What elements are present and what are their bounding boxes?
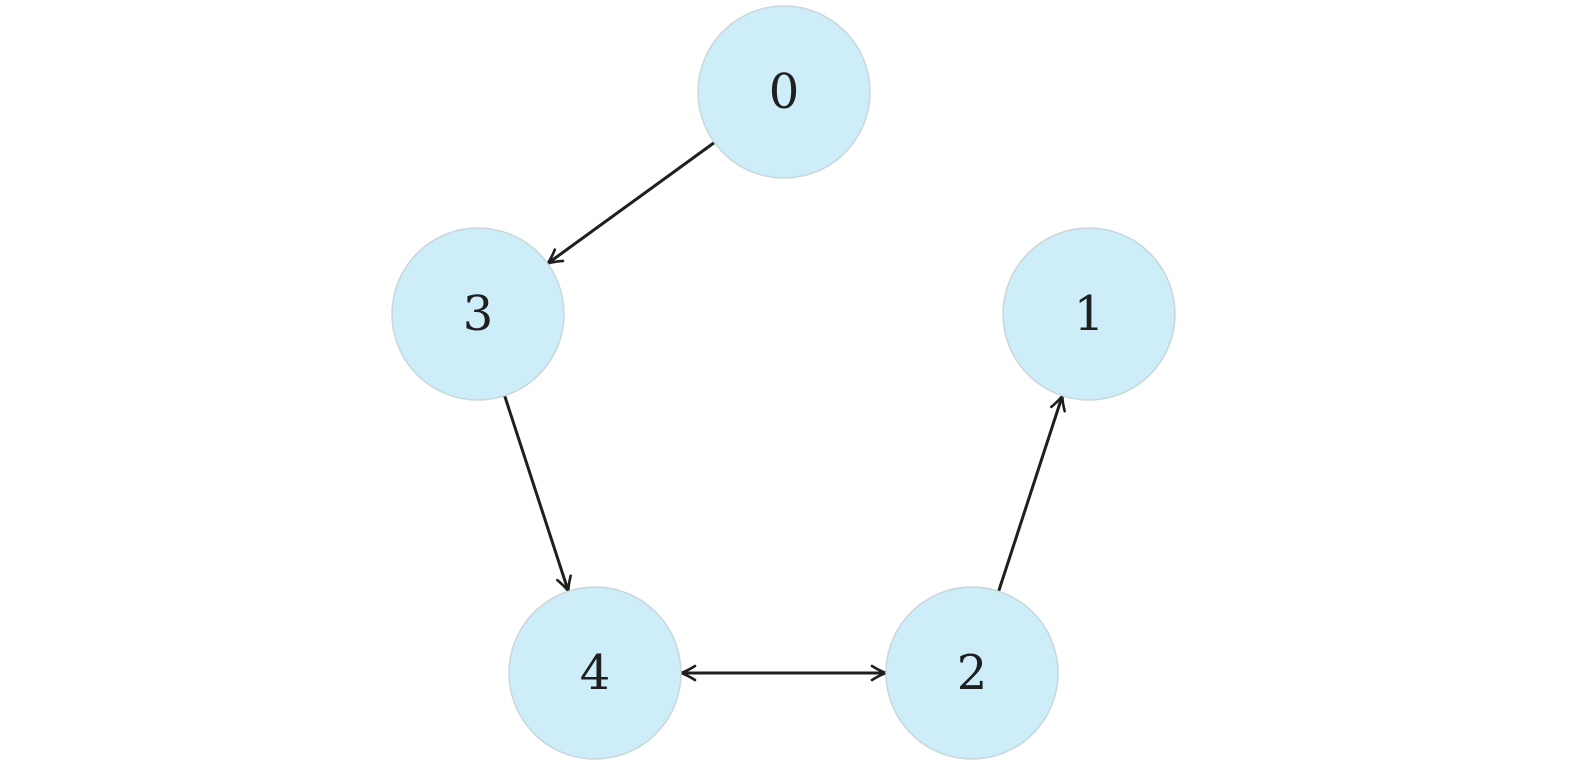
node-1: 1: [1002, 227, 1176, 401]
node-label: 1: [1074, 286, 1105, 342]
node-circle: [391, 227, 565, 401]
node-label: 2: [957, 645, 988, 701]
node-label: 0: [769, 64, 800, 120]
node-0: 0: [697, 5, 871, 179]
edge-2-1: [997, 396, 1063, 592]
node-4: 4: [508, 586, 682, 760]
edge-0-3: [548, 141, 716, 264]
node-3: 3: [391, 227, 565, 401]
node-circle: [885, 586, 1059, 760]
nodes-layer: 0 1 2 3 4: [391, 5, 1176, 760]
node-label: 3: [463, 286, 494, 342]
node-circle: [508, 586, 682, 760]
edge-3-4: [503, 395, 569, 591]
node-2: 2: [885, 586, 1059, 760]
edges-layer: [503, 141, 1063, 673]
node-label: 4: [580, 645, 611, 701]
node-circle: [1002, 227, 1176, 401]
node-circle: [697, 5, 871, 179]
